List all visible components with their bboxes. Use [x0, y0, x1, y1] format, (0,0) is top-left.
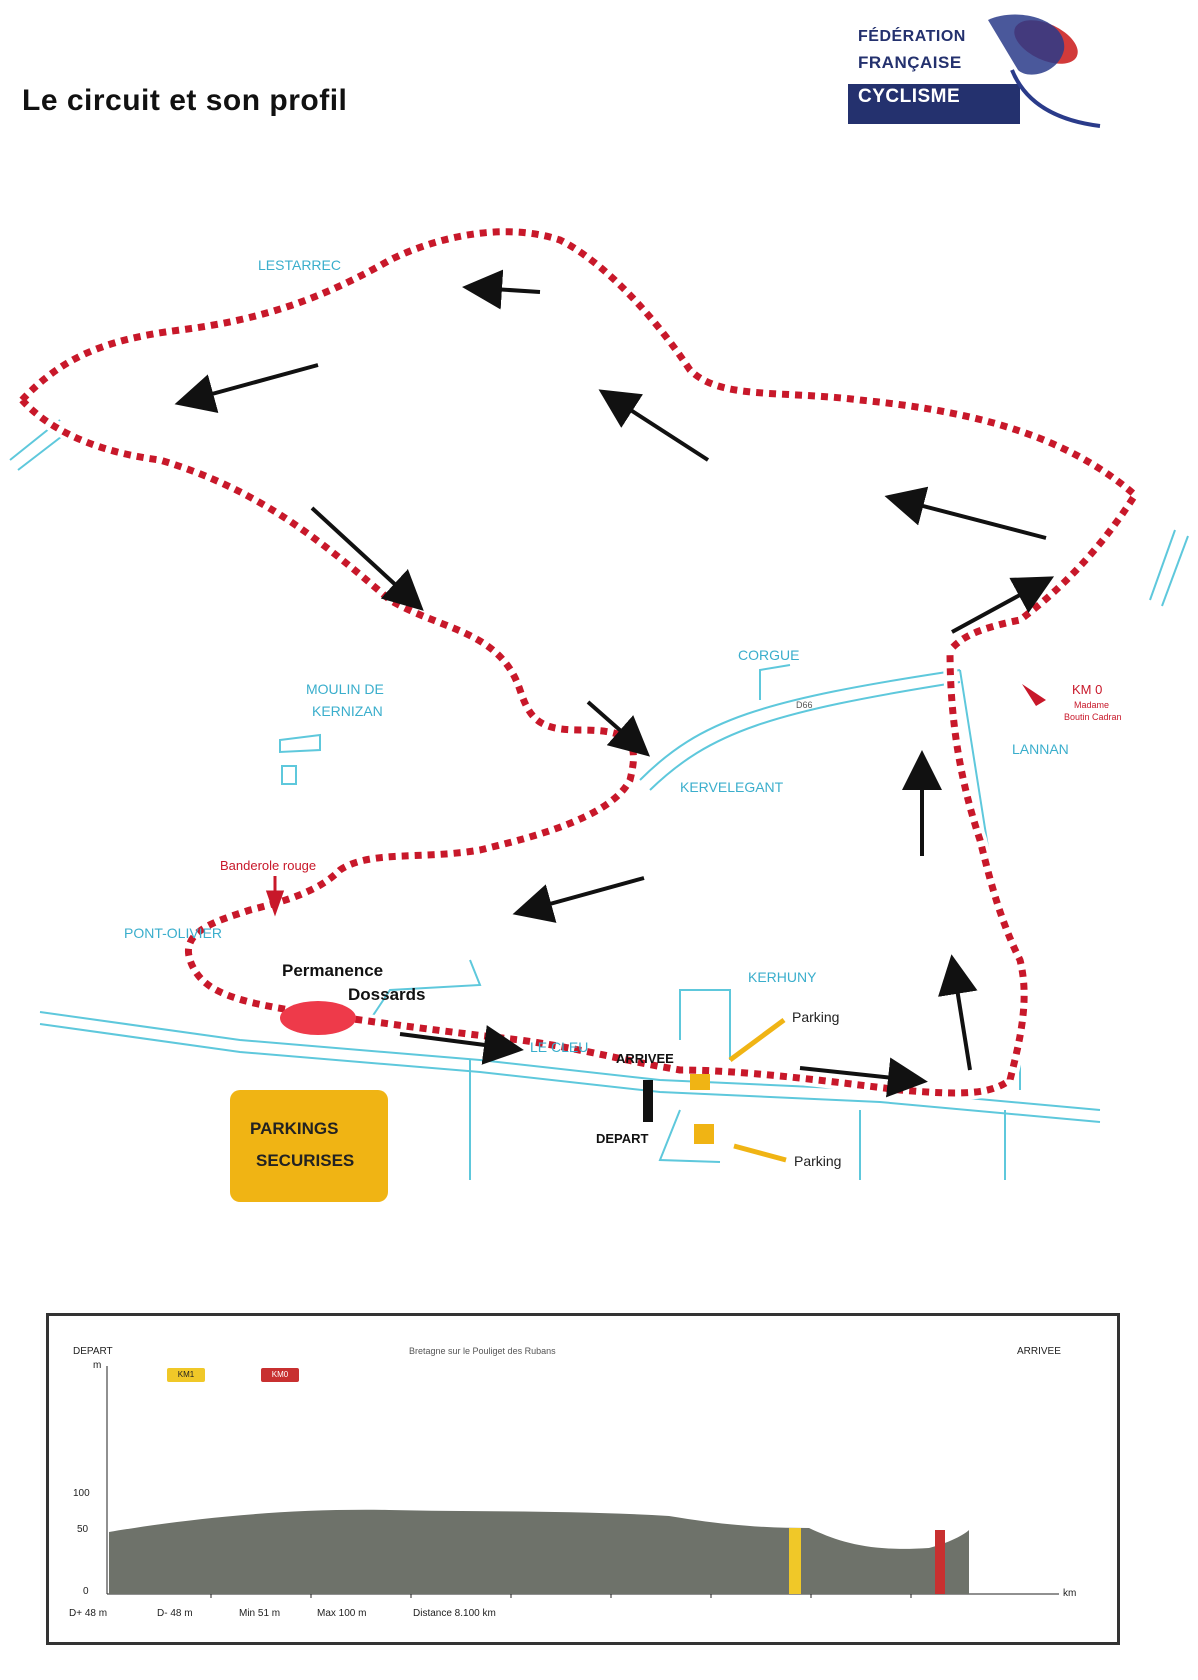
start-line-post: [643, 1080, 653, 1122]
direction-arrow: [598, 389, 710, 462]
marker-red: [935, 1530, 945, 1594]
y-tick-100: 100: [73, 1488, 90, 1499]
direction-arrow: [512, 876, 645, 923]
road-d66-edge: [649, 681, 961, 791]
profile-start-label: DEPART: [73, 1346, 113, 1357]
elevation-profile-panel: DEPART Bretagne sur le Pouliget des Ruba…: [46, 1313, 1120, 1645]
logo-text-line2: FRANÇAISE: [858, 53, 962, 72]
y-tick-50: 50: [77, 1524, 89, 1535]
direction-arrow: [399, 1025, 524, 1065]
direction-arrow: [174, 363, 319, 413]
ffc-logo: FÉDÉRATION FRANÇAISE CYCLISME: [848, 10, 1108, 140]
direction-arrow: [884, 486, 1047, 540]
parking-callouts: Parking Parking: [728, 1009, 841, 1169]
km-zero-sub-1: Madame: [1074, 700, 1109, 710]
permanence-dot-icon: [280, 1001, 356, 1035]
parking-callout-arrow: [728, 1017, 786, 1063]
parkings-badge-bg: [230, 1090, 388, 1202]
road-east-stub: [1149, 529, 1176, 601]
footer-dminus: D- 48 m: [157, 1608, 193, 1619]
profile-x-ticks: [210, 1594, 912, 1598]
logo-band: [848, 84, 1020, 124]
road-moulin: [279, 733, 321, 754]
road-moulin-2: [281, 765, 297, 785]
km-zero-sub-2: Boutin Cadran: [1064, 712, 1122, 722]
road-corgue-spur: [759, 664, 791, 700]
banner-pin-icon: [265, 876, 285, 917]
footer-dplus: D+ 48 m: [69, 1608, 108, 1619]
arrivee-label: ARRIVEE: [616, 1051, 674, 1066]
road-permanence-spur: [369, 959, 482, 1021]
circuit-map: LESTARREC CORGUE MOULIN DE KERNIZAN KERV…: [9, 224, 1189, 1202]
parking-callout-arrow: [733, 1143, 787, 1163]
place-lestarrec: LESTARREC: [258, 257, 341, 273]
permanence-area: Permanence Dossards: [280, 961, 425, 1035]
depart-label: DEPART: [596, 1131, 649, 1146]
road-east-stub-edge: [1161, 535, 1189, 607]
legend-km0: KM0: [261, 1368, 299, 1382]
place-moulin-2: KERNIZAN: [312, 703, 383, 719]
logo-text-line3: CYCLISME: [858, 86, 961, 107]
road-kerhuny: [679, 989, 731, 1060]
place-corgue: CORGUE: [738, 647, 799, 663]
parkings-badge: PARKINGS SECURISES: [230, 1090, 388, 1202]
place-moulin-1: MOULIN DE: [306, 681, 384, 697]
direction-arrow: [462, 269, 541, 310]
parking-bottom-label: Parking: [794, 1153, 841, 1169]
road-depart-spur: [658, 1109, 721, 1163]
direction-arrow: [951, 576, 1055, 634]
direction-arrow: [799, 1057, 928, 1098]
elevation-profile-chart: [106, 1366, 1059, 1598]
marker-yellow: [789, 1528, 801, 1594]
logo-swoosh-icon: [988, 14, 1101, 128]
y-unit-label: m: [93, 1360, 102, 1371]
place-le-cleu: LE CLEU: [530, 1039, 588, 1055]
permanence-label: Permanence: [282, 961, 383, 980]
y-tick-0: 0: [83, 1586, 89, 1597]
footer-distance: Distance 8.100 km: [413, 1608, 496, 1619]
place-labels: LESTARREC CORGUE MOULIN DE KERNIZAN KERV…: [124, 257, 1069, 1055]
road-d66: [639, 669, 961, 781]
profile-end-label: ARRIVEE: [1017, 1346, 1061, 1357]
page-title: Le circuit et son profil: [22, 84, 348, 117]
race-circuit: [16, 224, 1142, 1100]
banner-marker: Banderole rouge: [220, 858, 316, 917]
place-kerhuny: KERHUNY: [748, 969, 817, 985]
direction-arrow: [938, 954, 978, 1071]
x-unit-label: km: [1063, 1588, 1077, 1599]
direction-arrows: [174, 269, 1055, 1098]
parking-spot-icon: [690, 1074, 710, 1090]
parking-top-label: Parking: [792, 1009, 839, 1025]
road-label-d66: D66: [796, 700, 813, 710]
parkings-badge-line1: PARKINGS: [250, 1119, 338, 1138]
direction-arrow: [310, 506, 424, 611]
profile-center-label: Bretagne sur le Pouliget des Rubans: [409, 1346, 556, 1356]
legend-km1: KM1: [167, 1368, 205, 1382]
place-kervelegant: KERVELEGANT: [680, 779, 784, 795]
parking-spot-icon: [694, 1124, 714, 1144]
road-main-south-edge: [39, 1023, 1101, 1123]
footer-min: Min 51 m: [239, 1608, 281, 1619]
dossards-label: Dossards: [348, 985, 425, 1004]
circuit-dashes: [19, 228, 1139, 1097]
parkings-badge-line2: SECURISES: [256, 1151, 354, 1170]
km-zero-flag-icon: [1022, 684, 1046, 706]
logo-text-line1: FÉDÉRATION: [858, 28, 966, 45]
km-zero-label: KM 0: [1072, 682, 1102, 697]
km-zero-marker: KM 0 Madame Boutin Cadran: [1022, 682, 1122, 722]
elevation-area: [109, 1509, 969, 1594]
start-finish-area: ARRIVEE DEPART: [596, 1051, 714, 1146]
place-lannan: LANNAN: [1012, 741, 1069, 757]
footer-max: Max 100 m: [317, 1608, 367, 1619]
direction-arrow: [586, 700, 651, 757]
place-pont-olivier: PONT-OLIVIER: [124, 925, 222, 941]
banner-label: Banderole rouge: [220, 858, 316, 873]
